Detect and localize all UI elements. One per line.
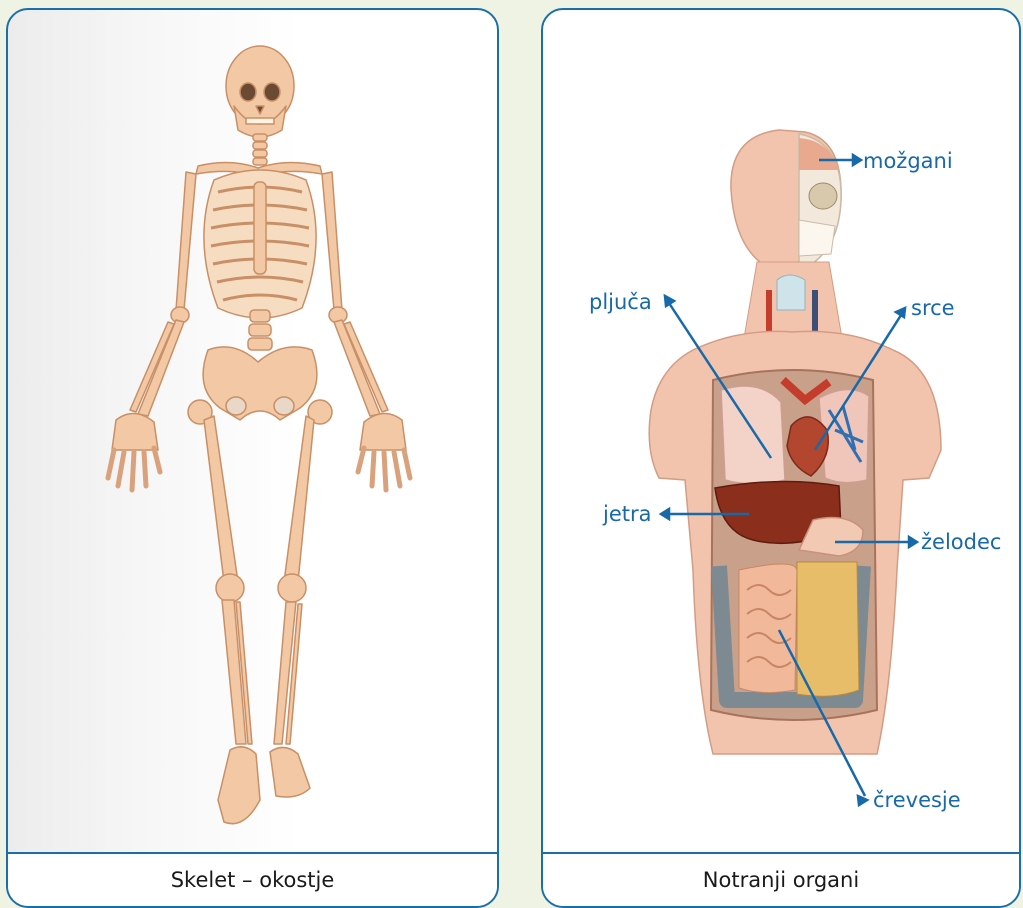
vertebra — [253, 158, 267, 165]
vertebra — [253, 150, 267, 157]
label-heart: srce — [911, 298, 955, 319]
organs-card: možgani pljuča srce jetra želodec čreves… — [541, 8, 1021, 908]
label-brain: možgani — [863, 151, 953, 172]
skeleton-card: Skelet – okostje — [6, 8, 499, 908]
torso-illustration — [543, 10, 1021, 860]
skeleton-illustration — [8, 10, 499, 860]
label-lungs: pljuča — [589, 292, 652, 313]
vertebra — [253, 134, 267, 141]
label-liver: jetra — [603, 504, 652, 525]
label-stomach: želodec — [921, 532, 1001, 553]
label-intestines: črevesje — [873, 790, 961, 811]
vertebra — [253, 142, 267, 149]
skeleton-caption: Skelet – okostje — [8, 852, 497, 906]
organs-caption: Notranji organi — [543, 852, 1019, 906]
